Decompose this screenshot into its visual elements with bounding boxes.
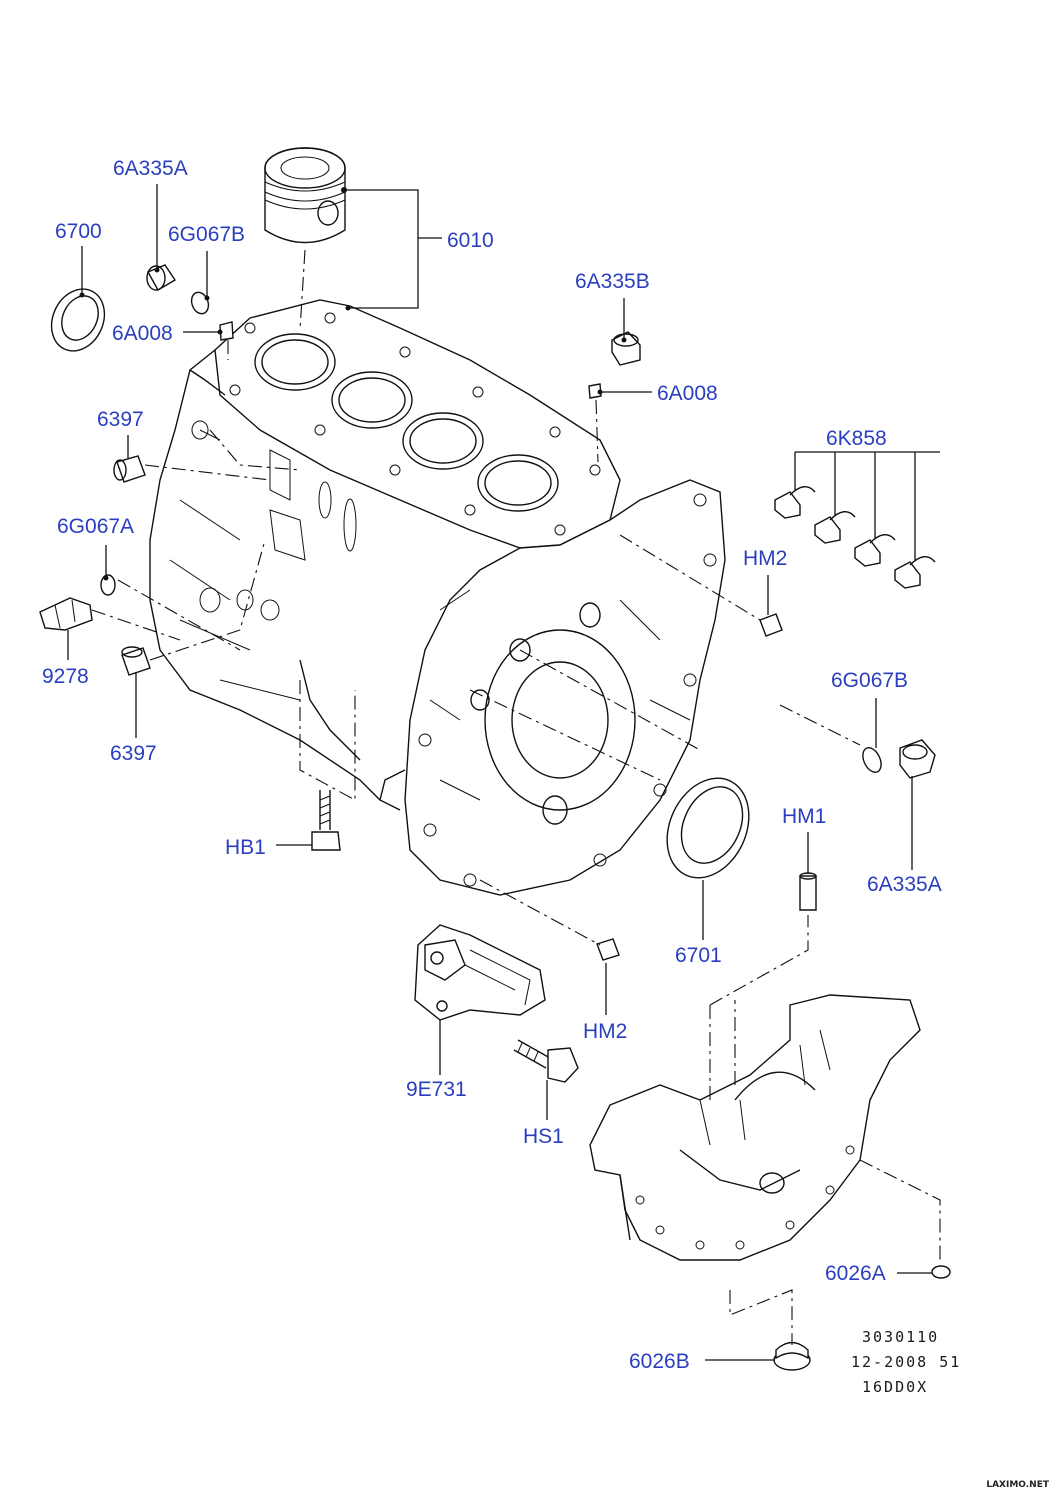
leader-lines (67, 184, 940, 1361)
callout-9278[interactable]: 9278 (42, 665, 89, 688)
callout-6A335A-right[interactable]: 6A335A (867, 873, 942, 896)
dowel-HM2-right (759, 613, 783, 637)
callout-6700[interactable]: 6700 (55, 220, 102, 243)
plug-6A335A-right (899, 739, 936, 779)
callout-6701[interactable]: 6701 (675, 944, 722, 967)
bolt-HS1 (513, 1039, 579, 1083)
callout-HB1[interactable]: HB1 (225, 836, 266, 859)
piston-6010 (264, 147, 347, 244)
dowel-HM1 (799, 872, 817, 911)
oil-jets-6K858 (774, 486, 936, 589)
bushing-6397-top (113, 455, 146, 483)
callout-HM2-bottom[interactable]: HM2 (583, 1020, 628, 1043)
callout-6A335B[interactable]: 6A335B (575, 270, 650, 293)
callout-6397-bottom[interactable]: 6397 (110, 742, 157, 765)
bolt-HB1 (311, 790, 341, 851)
callout-6397-top[interactable]: 6397 (97, 408, 144, 431)
lower-crankcase (589, 994, 921, 1261)
callout-6A335A-top[interactable]: 6A335A (113, 157, 188, 180)
callout-HM2-right[interactable]: HM2 (743, 547, 788, 570)
dowel-HM2-bottom (596, 938, 620, 961)
washer-6G067A (100, 574, 116, 596)
oil-seal-6700 (50, 288, 106, 352)
sensor-9E731 (414, 924, 546, 1021)
callout-6G067B-top[interactable]: 6G067B (168, 223, 246, 246)
callout-9E731[interactable]: 9E731 (406, 1078, 467, 1101)
assembly-centerlines (91, 249, 941, 1345)
washer-6G067B-top (190, 291, 210, 315)
plug-6026A (931, 1265, 951, 1279)
drawing-date: 12-2008 51 (851, 1353, 962, 1371)
callout-6A008-right[interactable]: 6A008 (657, 382, 718, 405)
plug-6A335A-top (146, 264, 176, 291)
bushing-6397-bottom (121, 646, 151, 676)
callout-6A008-left[interactable]: 6A008 (112, 322, 173, 345)
callout-6026B[interactable]: 6026B (629, 1350, 690, 1373)
drawing-number: 3030110 (862, 1328, 940, 1346)
dowel-6A008-left (219, 321, 234, 341)
plug-6A335B (611, 331, 641, 366)
washer-6G067B-right (862, 747, 882, 773)
callout-6010[interactable]: 6010 (447, 229, 494, 252)
callout-6G067B-right[interactable]: 6G067B (831, 669, 909, 692)
callout-6026A[interactable]: 6026A (825, 1262, 886, 1285)
dowel-6A008-right (588, 383, 602, 399)
engine-block (149, 299, 726, 896)
callout-6G067A[interactable]: 6G067A (57, 515, 135, 538)
callout-6K858[interactable]: 6K858 (826, 427, 887, 450)
drawing-code: 16DD0X (862, 1378, 929, 1396)
callout-HS1[interactable]: HS1 (523, 1125, 564, 1148)
callout-HM1[interactable]: HM1 (782, 805, 827, 828)
plug-6026B (773, 1341, 811, 1371)
sensor-9278 (39, 597, 93, 631)
watermark: LAXIMO.NET (986, 1480, 1049, 1490)
rear-seal-6701 (666, 777, 750, 879)
